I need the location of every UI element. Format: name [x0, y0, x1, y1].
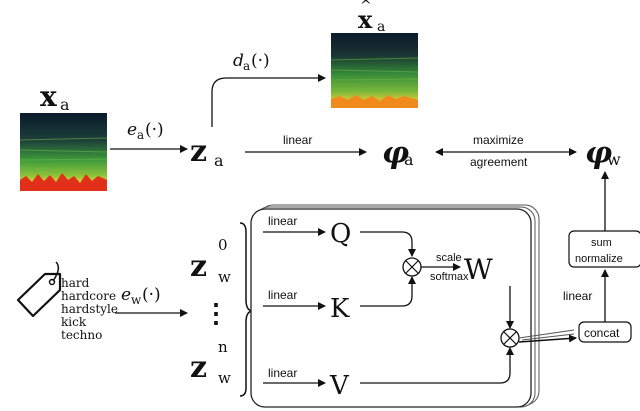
- encoder-w-arg: (·): [142, 285, 161, 305]
- encoder-a-fn: e: [127, 120, 137, 140]
- q-symbol: Q: [330, 219, 351, 249]
- qk-multiply-node: [402, 257, 422, 277]
- audio-linear-label: linear: [283, 133, 312, 147]
- k-to-mult-arrow: [360, 276, 416, 307]
- tag-item: techno: [61, 328, 102, 342]
- z-ellipsis: ⋮: [203, 299, 229, 329]
- hat-accent: ^: [360, 0, 372, 14]
- tag-item: hard: [61, 276, 90, 290]
- phi-a-symbol: φ: [382, 136, 409, 171]
- input-x-symbol: x: [40, 80, 57, 113]
- normalize-label: normalize: [575, 253, 623, 265]
- tag-item: kick: [61, 315, 87, 329]
- v-symbol: V: [329, 371, 350, 401]
- recon-x-sub: a: [377, 19, 385, 35]
- latent-z-symbol: z: [190, 134, 207, 169]
- decoder-a-sub: a: [243, 59, 250, 73]
- decoder-a-arrow: [211, 74, 326, 127]
- tag-list: hard hardcore hardstyle kick techno: [61, 276, 118, 342]
- linear-k-label: linear: [268, 288, 297, 302]
- linear-q-label: linear: [268, 214, 297, 228]
- q-to-mult-arrow: [360, 231, 416, 257]
- post-linear-label: linear: [563, 289, 592, 303]
- latent-z-sub: a: [214, 151, 224, 170]
- decoder-a-fn: d: [233, 51, 244, 71]
- sum-label: sum: [591, 237, 612, 249]
- zw0-sub: w: [218, 268, 231, 286]
- encoder-a-arg: (·): [145, 120, 164, 140]
- encoder-a-sub: a: [137, 128, 144, 142]
- zwn-symbol: z: [190, 350, 207, 385]
- phi-w-sub: w: [607, 150, 621, 169]
- zw0-symbol: z: [190, 249, 207, 284]
- zwn-sup: n: [218, 338, 228, 356]
- reconstructed-spectrogram: [330, 33, 419, 108]
- k-symbol: K: [330, 294, 350, 324]
- recon-x-symbol: x: [358, 5, 373, 34]
- group-brace: [239, 222, 253, 397]
- agreement-line1: maximize: [473, 133, 524, 147]
- decoder-a-arg: (·): [251, 51, 270, 71]
- tag-item: hardcore: [61, 289, 116, 303]
- encoder-w-sub: w: [131, 293, 142, 307]
- attention-block: [250, 204, 540, 408]
- input-x-sub: a: [60, 95, 70, 114]
- agreement-line2: agreement: [470, 155, 528, 169]
- input-spectrogram: [19, 113, 108, 191]
- heads-to-concat-arrows: [518, 329, 577, 343]
- encoder-w-fn: e: [121, 285, 131, 305]
- w-symbol: W: [464, 253, 493, 286]
- concat-label: concat: [584, 326, 620, 340]
- phi-w-symbol: φ: [585, 136, 612, 171]
- zwn-sub: w: [218, 369, 231, 387]
- v-to-mult-arrow: [360, 347, 514, 384]
- tag-item: hardstyle: [61, 302, 118, 316]
- linear-v-label: linear: [268, 366, 297, 380]
- scale-label: scale: [436, 252, 462, 264]
- wv-multiply-node: [500, 328, 520, 348]
- tag-icon: [16, 261, 62, 318]
- zw0-sup: 0: [218, 236, 228, 254]
- softmax-label: softmax: [430, 271, 469, 283]
- phi-a-sub: a: [404, 150, 414, 169]
